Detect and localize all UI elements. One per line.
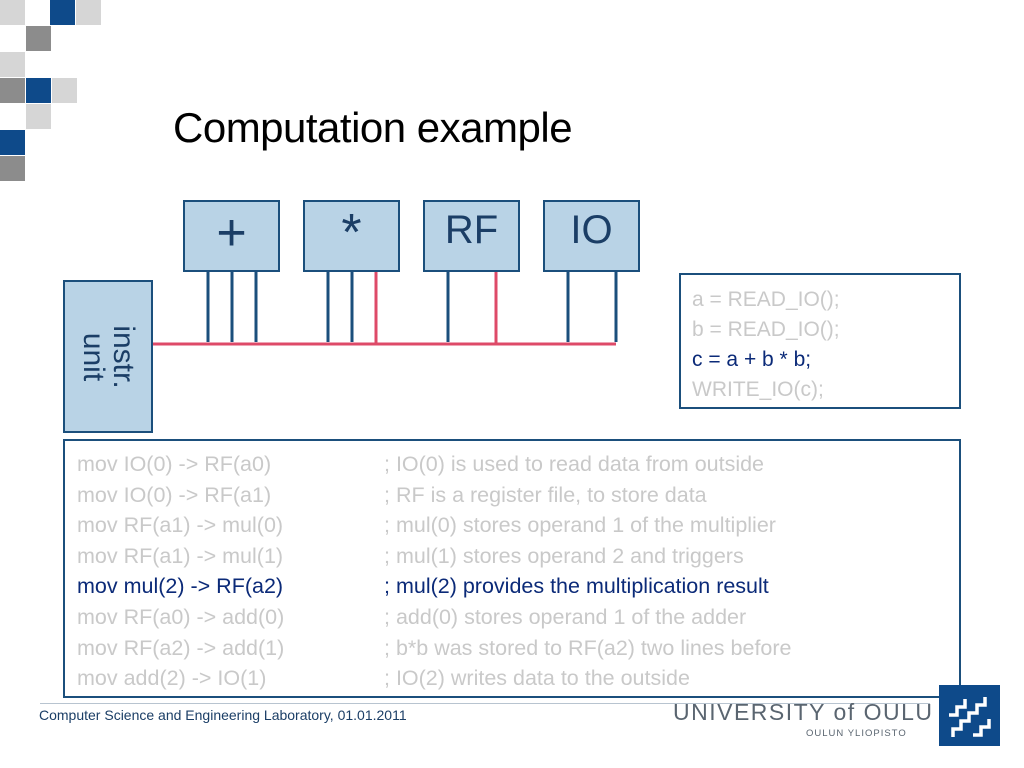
university-logo-icon [939,685,1000,746]
source-code-box: a = READ_IO(); b = READ_IO(); c = a + b … [679,273,961,409]
assembly-instruction: mov IO(0) -> RF(a1) [77,482,272,507]
assembly-instruction: mov RF(a1) -> mul(0) [77,513,284,538]
assembly-row: mov IO(0) -> RF(a0) ; IO(0) is used to r… [77,449,959,480]
register-file-unit: RF [423,200,520,272]
assembly-comment: ; mul(2) provides the multiplication res… [384,574,769,599]
assembly-instruction: mov mul(2) -> RF(a2) [77,574,284,599]
deco-square [50,0,75,25]
adder-unit: + [183,200,280,272]
assembly-instruction: mov IO(0) -> RF(a0) [77,452,272,476]
code-line: b = READ_IO(); [692,318,840,341]
assembly-comment: ; mul(0) stores operand 1 of the multipl… [384,513,776,538]
deco-square [0,52,25,77]
assembly-comment: ; RF is a register file, to store data [384,482,707,507]
assembly-instruction: mov RF(a2) -> add(1) [77,635,285,660]
assembly-listing-box: mov IO(0) -> RF(a0) ; IO(0) is used to r… [63,439,961,698]
deco-square [0,78,25,103]
footer-text: Computer Science and Engineering Laborat… [39,707,407,723]
instruction-unit-label: instr. unit [77,324,140,389]
assembly-instruction: mov RF(a0) -> add(0) [77,604,285,629]
deco-square [26,78,51,103]
deco-square [26,104,51,129]
instruction-unit-label-line: unit [77,332,110,381]
footer-divider [40,703,930,704]
assembly-row: mov IO(0) -> RF(a1) ; RF is a register f… [77,480,959,511]
assembly-comment: ; IO(0) is used to read data from outsid… [384,452,765,476]
adder-label: + [216,204,247,262]
deco-square [26,26,51,51]
assembly-row: mov add(2) -> IO(1) ; IO(2) writes data … [77,663,959,694]
assembly-row-highlighted: mov mul(2) -> RF(a2) ; mul(2) provides t… [77,571,959,602]
assembly-row: mov RF(a0) -> add(0) ; add(0) stores ope… [77,602,959,633]
assembly-comment: ; mul(1) stores operand 2 and triggers [384,543,744,568]
instruction-unit-label-line: instr. [107,324,140,389]
assembly-row: mov RF(a1) -> mul(0) ; mul(0) stores ope… [77,510,959,541]
multiplier-unit: * [303,200,400,272]
deco-square [0,130,25,155]
multiplier-label: * [341,204,362,262]
instruction-unit: instr. unit [63,280,153,433]
assembly-instruction: mov add(2) -> IO(1) [77,666,267,691]
io-label: IO [570,208,613,252]
university-subtitle: OULUN YLIOPISTO [806,728,907,739]
deco-square [76,0,101,25]
university-name: UNIVERSITY of OULU [673,699,934,725]
deco-square [0,0,25,25]
assembly-row: mov RF(a1) -> mul(1) ; mul(1) stores ope… [77,541,959,572]
code-line: WRITE_IO(c); [692,378,824,401]
register-file-label: RF [444,208,499,252]
slide-title: Computation example [173,104,573,151]
code-line: a = READ_IO(); [692,288,840,311]
deco-square [52,78,77,103]
code-line-highlighted: c = a + b * b; [692,348,812,371]
io-unit: IO [543,200,640,272]
deco-square [0,156,25,181]
assembly-comment: ; add(0) stores operand 1 of the adder [384,604,747,629]
assembly-row: mov RF(a2) -> add(1) ; b*b was stored to… [77,633,959,664]
assembly-comment: ; b*b was stored to RF(a2) two lines bef… [384,635,792,660]
assembly-comment: ; IO(2) writes data to the outside [384,666,690,691]
assembly-instruction: mov RF(a1) -> mul(1) [77,543,284,568]
